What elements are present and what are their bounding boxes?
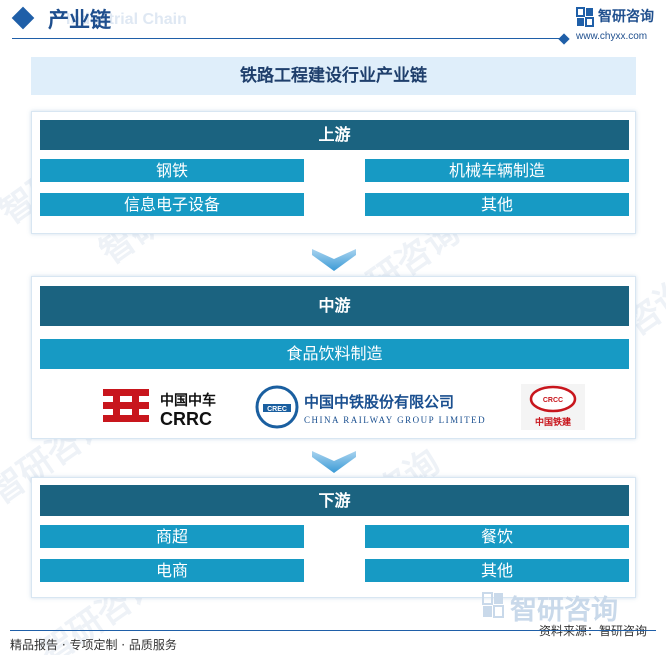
upstream-item: 信息电子设备 — [40, 193, 304, 216]
upstream-panel: 上游 钢铁 机械车辆制造 信息电子设备 其他 — [31, 111, 636, 234]
brand-url: www.chyxx.com — [576, 31, 648, 42]
footer-slogan: 精品报告 · 专项定制 · 品质服务 — [10, 638, 177, 652]
crrc-cn-text: 中国中车 — [160, 392, 216, 409]
down-arrow-icon — [312, 249, 356, 271]
page-title: 产业链 — [48, 8, 111, 32]
downstream-panel: 下游 商超 餐饮 电商 其他 — [31, 477, 636, 598]
company-logos: 中国中车 CRRC CREC 中国中铁股份有限公司 CHINA RAILWAY … — [32, 380, 637, 434]
crrc-en-text: CRRC — [160, 409, 212, 429]
crec-logo-icon: CREC — [255, 385, 299, 429]
page-header: Industrial Chain 产业链 智研咨询 www.chyxx.com — [0, 0, 666, 45]
downstream-item: 商超 — [40, 525, 304, 548]
source-note: 资料来源：智研咨询 — [539, 624, 648, 638]
downstream-item: 其他 — [365, 559, 629, 582]
upstream-item: 机械车辆制造 — [365, 159, 629, 182]
diagram-title: 铁路工程建设行业产业链 — [31, 57, 636, 95]
crcc-abbr-text: CRCC — [543, 397, 563, 404]
crrc-logo-icon — [103, 389, 149, 422]
header-divider — [12, 38, 567, 39]
brand-name: 智研咨询 — [598, 9, 654, 25]
crcc-cn-text: 中国铁建 — [535, 416, 572, 428]
crec-cn-text: 中国中铁股份有限公司 — [304, 393, 454, 411]
down-arrow-icon — [312, 451, 356, 473]
downstream-heading: 下游 — [40, 485, 629, 516]
downstream-item: 餐饮 — [365, 525, 629, 548]
crec-abbr-text: CREC — [267, 406, 287, 413]
brand-logo-icon — [482, 592, 504, 618]
midstream-heading: 中游 — [40, 286, 629, 326]
upstream-item: 钢铁 — [40, 159, 304, 182]
midstream-item: 食品饮料制造 — [40, 339, 629, 369]
crec-en-text: CHINA RAILWAY GROUP LIMITED — [304, 415, 486, 425]
header-subtitle: Industrial Chain — [66, 11, 187, 28]
diamond-icon — [11, 6, 35, 30]
divider-end-icon — [558, 33, 570, 45]
midstream-panel: 中游 食品饮料制造 中国中车 CRRC CREC 中国中铁股份有限公司 CHIN… — [31, 276, 636, 439]
crcc-logo-icon: CRCC — [521, 384, 585, 430]
footer-divider — [10, 630, 656, 631]
brand-logo-icon — [576, 7, 594, 27]
upstream-item: 其他 — [365, 193, 629, 216]
logos-svg: 中国中车 CRRC CREC 中国中铁股份有限公司 CHINA RAILWAY … — [103, 384, 585, 430]
brand-watermark-text: 智研咨询 — [510, 595, 618, 626]
upstream-heading: 上游 — [40, 120, 629, 150]
downstream-item: 电商 — [40, 559, 304, 582]
